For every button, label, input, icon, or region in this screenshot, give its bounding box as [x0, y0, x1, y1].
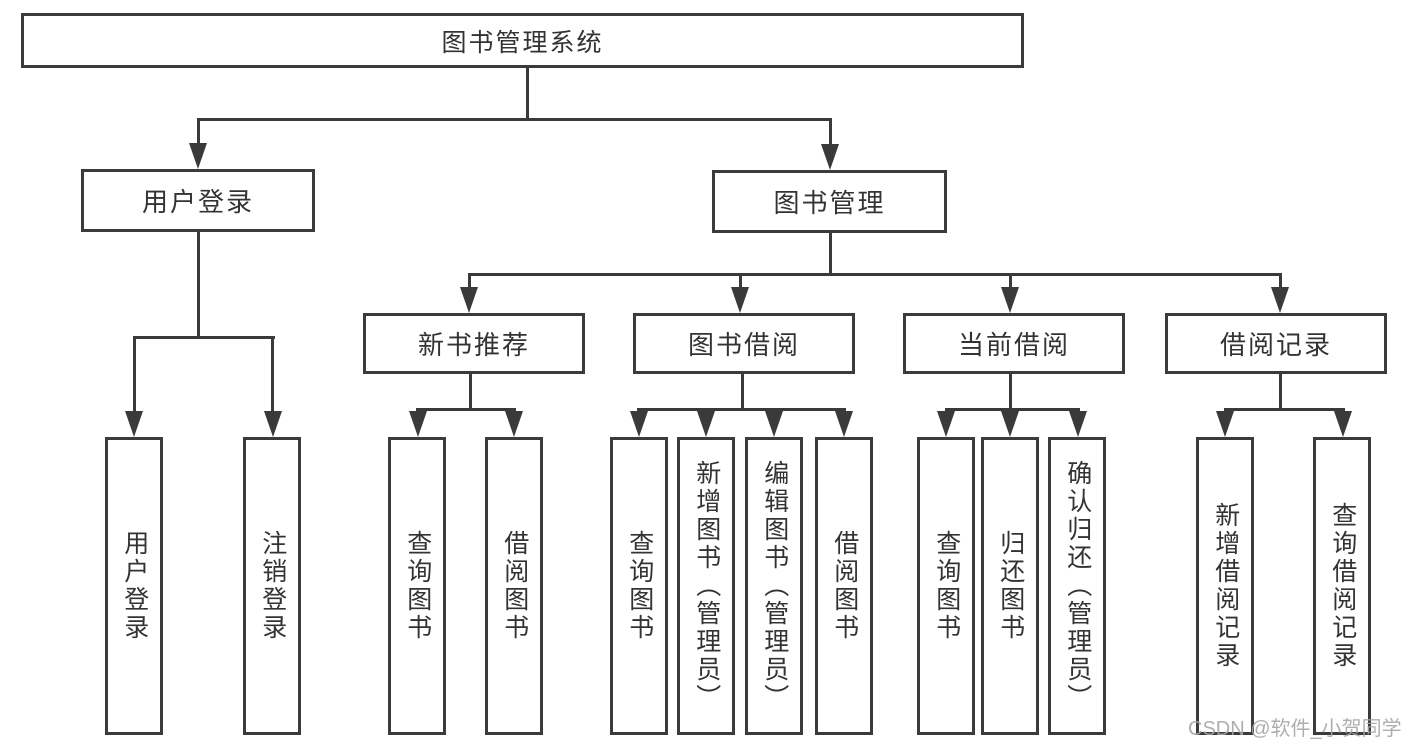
node-label: 查询图书	[625, 530, 654, 642]
arrow-down-icon	[1001, 287, 1019, 313]
node-user-login: 用户登录	[81, 169, 315, 232]
node-label: 查询图书	[932, 530, 961, 642]
leaf-query-books-3: 查询图书	[917, 437, 975, 735]
node-label: 编辑图书（管理员）	[760, 460, 789, 712]
leaf-query-books-1: 查询图书	[388, 437, 446, 735]
arrow-down-icon	[697, 411, 715, 437]
leaf-borrow-books-1: 借阅图书	[485, 437, 543, 735]
connector-line	[132, 336, 275, 339]
leaf-edit-books-admin: 编辑图书（管理员）	[745, 437, 803, 735]
arrow-down-icon	[1271, 287, 1289, 313]
arrow-down-icon	[1001, 411, 1019, 437]
connector-line	[738, 276, 742, 287]
leaf-query-borrow-record: 查询借阅记录	[1313, 437, 1371, 735]
leaf-borrow-books-2: 借阅图书	[815, 437, 873, 735]
arrow-down-icon	[835, 411, 853, 437]
arrow-down-icon	[765, 411, 783, 437]
node-label: 查询图书	[403, 530, 432, 642]
node-new-book-recommend: 新书推荐	[363, 313, 585, 374]
node-book-management: 图书管理	[712, 170, 947, 233]
node-book-borrow: 图书借阅	[633, 313, 855, 374]
node-label: 图书管理	[773, 188, 886, 218]
node-label: 查询借阅记录	[1328, 502, 1357, 670]
connector-line	[1278, 374, 1282, 408]
arrow-down-icon	[263, 411, 282, 437]
connector-line	[467, 276, 471, 287]
connector-line	[828, 233, 832, 273]
node-borrow-records: 借阅记录	[1165, 313, 1387, 374]
node-label: 新书推荐	[417, 330, 530, 360]
node-label: 用户登录	[120, 530, 149, 642]
arrow-down-icon	[1068, 411, 1087, 437]
arrow-down-icon	[629, 411, 648, 437]
connector-line	[196, 121, 200, 143]
connector-line	[740, 374, 744, 408]
arrow-down-icon	[189, 143, 207, 169]
node-label: 新增借阅记录	[1211, 502, 1240, 670]
arrow-down-icon	[460, 287, 478, 313]
leaf-add-books-admin: 新增图书（管理员）	[677, 437, 735, 735]
leaf-confirm-return-admin: 确认归还（管理员）	[1048, 437, 1106, 735]
arrow-down-icon	[1216, 411, 1234, 437]
node-label: 归还图书	[996, 530, 1025, 642]
connector-line	[196, 118, 832, 121]
connector-line	[1278, 276, 1282, 287]
node-label: 注销登录	[258, 530, 287, 642]
arrow-down-icon	[937, 411, 955, 437]
arrow-down-icon	[821, 144, 839, 170]
leaf-query-books-2: 查询图书	[610, 437, 668, 735]
arrow-down-icon	[125, 411, 143, 437]
node-label: 图书借阅	[687, 330, 800, 360]
connector-line	[416, 408, 516, 411]
node-root: 图书管理系统	[21, 13, 1024, 68]
node-label: 借阅记录	[1219, 330, 1332, 360]
node-current-borrow: 当前借阅	[903, 313, 1125, 374]
node-label: 借阅图书	[500, 530, 529, 642]
connector-line	[828, 121, 832, 144]
node-label: 新增图书（管理员）	[692, 460, 721, 712]
node-label: 用户登录	[141, 187, 254, 217]
connector-line	[944, 408, 1080, 411]
connector-line	[468, 374, 472, 408]
connector-line	[271, 339, 274, 411]
connector-line	[525, 68, 529, 118]
node-label: 当前借阅	[957, 330, 1070, 360]
connector-line	[132, 339, 136, 411]
connector-line	[637, 408, 846, 411]
connector-line	[196, 232, 200, 336]
leaf-user-login: 用户登录	[105, 437, 163, 735]
arrow-down-icon	[731, 287, 749, 313]
connector-line	[467, 273, 1282, 276]
node-label: 借阅图书	[830, 530, 859, 642]
node-label: 图书管理系统	[441, 28, 604, 57]
leaf-add-borrow-record: 新增借阅记录	[1196, 437, 1254, 735]
connector-line	[1008, 276, 1012, 287]
arrow-down-icon	[408, 411, 427, 437]
leaf-logout: 注销登录	[243, 437, 301, 735]
connector-line	[1223, 408, 1345, 411]
node-label: 确认归还（管理员）	[1063, 460, 1092, 712]
connector-line	[1008, 374, 1012, 408]
leaf-return-books: 归还图书	[981, 437, 1039, 735]
watermark: CSDN @软件_小贺同学	[1188, 718, 1402, 740]
arrow-down-icon	[1333, 411, 1352, 437]
arrow-down-icon	[505, 411, 523, 437]
